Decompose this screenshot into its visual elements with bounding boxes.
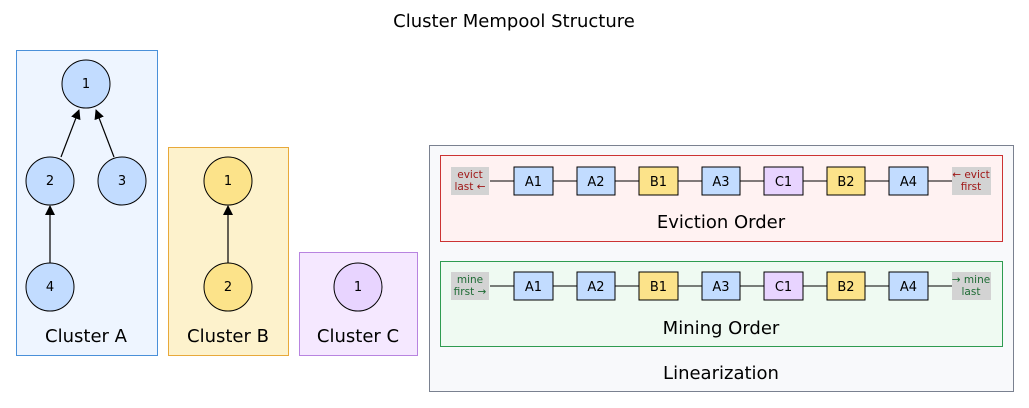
eviction-right-tag-line2: first: [961, 181, 982, 193]
mining-tx-a3-label: A3: [712, 280, 729, 295]
eviction-left-tag-line2: last ←: [454, 181, 485, 193]
edge-a3-a1: [94, 109, 115, 158]
eviction-tx-a3: A3: [701, 166, 741, 196]
mining-order-label: Mining Order: [663, 318, 780, 339]
diagram-title: Cluster Mempool Structure: [393, 11, 635, 32]
node-b2: 2: [203, 262, 253, 312]
eviction-right-tag-line1: ← evict: [952, 169, 990, 181]
mining-order-panel: mine first → → mine last A1 A2 B1 A3: [440, 261, 1003, 347]
mining-tx-a1-label: A1: [525, 280, 542, 295]
linearization-panel: evict last ← ← evict first A1 A2 B1 A3: [429, 145, 1014, 392]
node-c1: 1: [333, 262, 383, 312]
cluster-b-label: Cluster B: [187, 326, 269, 347]
cluster-a: 1 2 3 4 Cluster A: [16, 50, 158, 356]
mining-tx-b2: B2: [826, 271, 866, 301]
eviction-tx-a4: A4: [888, 166, 929, 196]
eviction-tx-a1: A1: [513, 166, 554, 196]
mining-right-tag-line2: last: [962, 286, 981, 298]
node-c1-label: 1: [354, 280, 362, 295]
eviction-tx-a2-label: A2: [587, 175, 604, 190]
node-a1: 1: [61, 59, 111, 109]
eviction-tx-c1: C1: [763, 166, 804, 196]
mining-right-tag: [952, 272, 991, 300]
eviction-tx-b1-label: B1: [650, 175, 667, 190]
edge-a2-a1: [60, 109, 81, 158]
eviction-tx-a3-label: A3: [712, 175, 729, 190]
cluster-a-label: Cluster A: [45, 326, 128, 347]
eviction-order-label: Eviction Order: [657, 212, 786, 233]
mining-tx-b1-label: B1: [650, 280, 667, 295]
eviction-tx-a1-label: A1: [525, 175, 542, 190]
mining-left-tag: [451, 272, 489, 300]
eviction-tx-c1-label: C1: [775, 175, 792, 190]
eviction-tx-b2: B2: [826, 166, 866, 196]
linearization-label: Linearization: [663, 363, 779, 384]
node-a2: 2: [25, 156, 75, 206]
mining-tx-a4: A4: [888, 271, 929, 301]
mining-tx-b1: B1: [638, 271, 679, 301]
mining-tx-a1: A1: [513, 271, 554, 301]
eviction-tx-b2-label: B2: [837, 175, 854, 190]
cluster-c: 1 Cluster C: [299, 252, 418, 356]
eviction-tx-a2: A2: [576, 166, 616, 196]
eviction-right-tag: [952, 167, 991, 195]
eviction-left-tag-line1: evict: [457, 169, 482, 181]
mining-tx-a3: A3: [701, 271, 741, 301]
node-a1-label: 1: [82, 77, 90, 92]
mining-right-tag-line1: → mine: [952, 274, 990, 286]
eviction-order-panel: evict last ← ← evict first A1 A2 B1 A3: [440, 155, 1003, 242]
node-b1: 1: [203, 156, 253, 206]
mining-tx-a4-label: A4: [900, 280, 917, 295]
node-a2-label: 2: [46, 174, 54, 189]
node-a3-label: 3: [118, 174, 126, 189]
node-b2-label: 2: [224, 280, 232, 295]
node-a4: 4: [25, 262, 75, 312]
mining-tx-a2: A2: [576, 271, 616, 301]
mining-tx-a2-label: A2: [587, 280, 604, 295]
mining-tx-c1-label: C1: [775, 280, 792, 295]
mining-left-tag-line2: first →: [454, 286, 487, 298]
mining-tx-c1: C1: [763, 271, 804, 301]
eviction-tx-b1: B1: [638, 166, 679, 196]
eviction-tx-a4-label: A4: [900, 175, 917, 190]
mining-tx-b2-label: B2: [837, 280, 854, 295]
cluster-c-label: Cluster C: [317, 326, 399, 347]
node-a4-label: 4: [46, 280, 54, 295]
eviction-left-tag: [451, 167, 489, 195]
node-b1-label: 1: [224, 174, 232, 189]
cluster-b: 1 2 Cluster B: [168, 147, 289, 356]
mining-left-tag-line1: mine: [457, 274, 483, 286]
node-a3: 3: [97, 156, 147, 206]
